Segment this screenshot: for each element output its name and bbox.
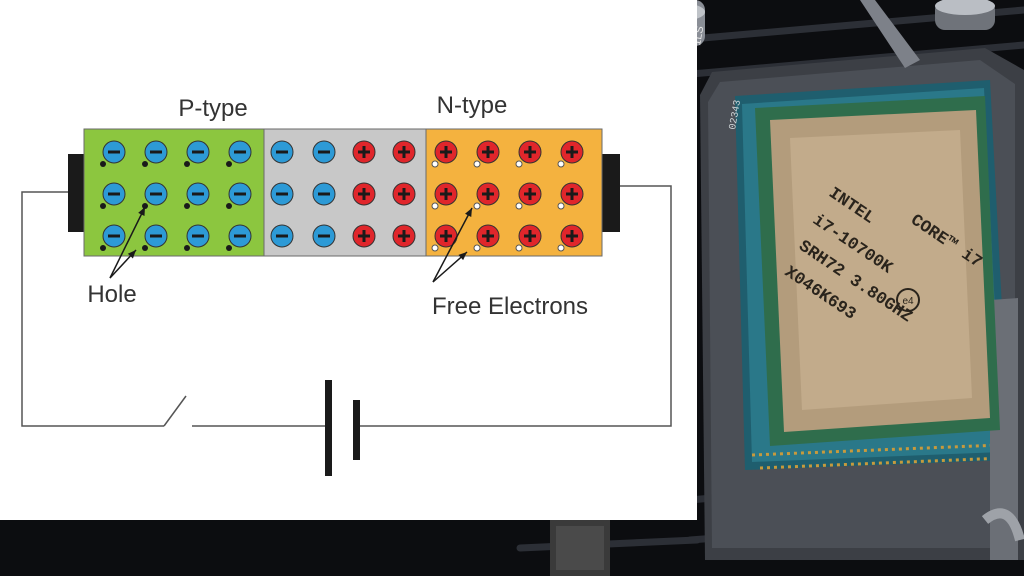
positive-ion-plus-sign (570, 230, 574, 242)
positive-ion-plus-sign (528, 188, 532, 200)
negative-ion-minus-sign (234, 234, 246, 238)
positive-ion-plus-sign (528, 146, 532, 158)
free-electron-dot (515, 202, 523, 210)
free-electron-dot (431, 244, 439, 252)
positive-ion-plus-sign (362, 146, 366, 158)
positive-ion-plus-sign (444, 146, 448, 158)
hole-dot (100, 161, 106, 167)
positive-ion-plus-sign (402, 230, 406, 242)
battery-long-plate (325, 380, 332, 476)
hole-dot (226, 161, 232, 167)
p-type-label: P-type (178, 95, 247, 122)
free-electron-pointer-arrow-head (465, 208, 472, 217)
hole-dot (100, 245, 106, 251)
negative-ion-minus-sign (234, 192, 246, 196)
switch-lever (163, 395, 187, 427)
hole-label: Hole (87, 281, 136, 308)
negative-ion-minus-sign (108, 150, 120, 154)
chip-badge: e4 (902, 296, 914, 307)
hole-dot (184, 203, 190, 209)
hole-dot (142, 203, 148, 209)
positive-ion-plus-sign (570, 146, 574, 158)
negative-ion-minus-sign (108, 192, 120, 196)
negative-ion-minus-sign (318, 150, 330, 154)
hole-dot (184, 161, 190, 167)
negative-ion-minus-sign (192, 150, 204, 154)
socket-label: 02343 (728, 99, 744, 130)
hole-pointer-arrow-head (127, 250, 136, 259)
free-electron-dot (473, 202, 481, 210)
hole-dot (142, 161, 148, 167)
free-electron-dot (473, 160, 481, 168)
positive-ion-plus-sign (362, 230, 366, 242)
negative-ion-minus-sign (150, 150, 162, 154)
negative-ion-minus-sign (318, 192, 330, 196)
free-electrons-label: Free Electrons (432, 293, 588, 320)
free-electron-dot (557, 244, 565, 252)
diagram-panel (0, 0, 697, 520)
left-wire (21, 191, 164, 427)
hole-dot (142, 245, 148, 251)
hole-dot (226, 245, 232, 251)
free-electron-dot (431, 202, 439, 210)
positive-ion-plus-sign (402, 146, 406, 158)
negative-ion-minus-sign (150, 192, 162, 196)
negative-ion-minus-sign (276, 150, 288, 154)
hole-dot (184, 245, 190, 251)
positive-ion-plus-sign (444, 188, 448, 200)
free-electron-dot (557, 160, 565, 168)
chip-badge-icon (896, 288, 920, 312)
positive-ion-plus-sign (486, 146, 490, 158)
free-electron-dot (473, 244, 481, 252)
positive-ion-plus-sign (486, 188, 490, 200)
free-electron-dot (515, 244, 523, 252)
right-wire (358, 185, 672, 427)
free-electron-pointer-arrow (432, 207, 473, 283)
hole-dot (226, 203, 232, 209)
free-electron-pointer-arrow-head (458, 252, 467, 261)
hole-pointer-arrow-head (138, 207, 145, 216)
positive-ion-plus-sign (528, 230, 532, 242)
negative-ion-minus-sign (276, 192, 288, 196)
negative-ion-minus-sign (108, 234, 120, 238)
negative-ion-minus-sign (276, 234, 288, 238)
free-electron-dot (557, 202, 565, 210)
n-type-label: N-type (437, 92, 508, 119)
free-electron-dot (431, 160, 439, 168)
hole-pointer-arrow (109, 206, 146, 279)
positive-ion-plus-sign (362, 188, 366, 200)
negative-ion-minus-sign (192, 234, 204, 238)
positive-ion-plus-sign (486, 230, 490, 242)
positive-ion-plus-sign (402, 188, 406, 200)
negative-ion-minus-sign (150, 234, 162, 238)
negative-ion-minus-sign (318, 234, 330, 238)
free-electron-dot (515, 160, 523, 168)
hole-dot (100, 203, 106, 209)
right-terminal (602, 154, 620, 232)
negative-ion-minus-sign (234, 150, 246, 154)
battery-short-plate (353, 400, 360, 460)
positive-ion-plus-sign (570, 188, 574, 200)
positive-ion-plus-sign (444, 230, 448, 242)
left-terminal (68, 154, 84, 232)
negative-ion-minus-sign (192, 192, 204, 196)
